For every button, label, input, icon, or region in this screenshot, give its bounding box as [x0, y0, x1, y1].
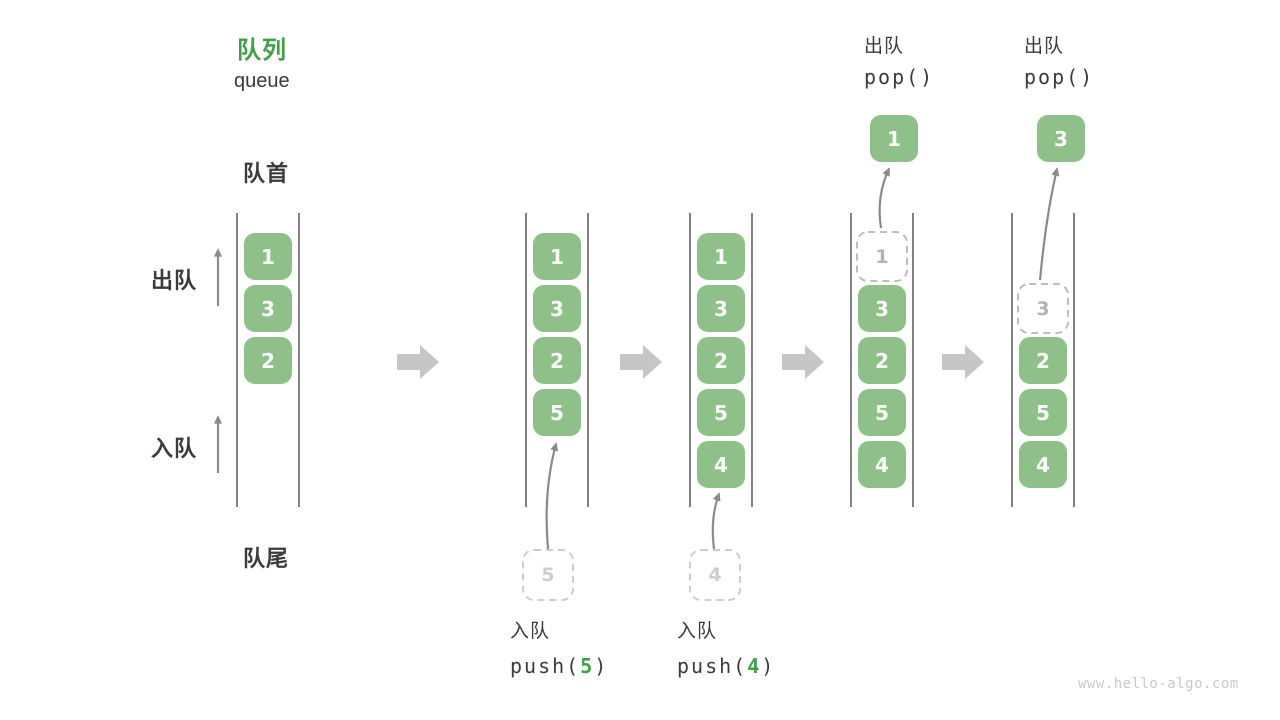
dequeue-op-label: 出队: [864, 36, 905, 57]
diagram-title: 队列: [237, 37, 287, 64]
queue-cell: 3: [858, 285, 906, 332]
element-move-arrow: [545, 442, 559, 550]
queue-cell: 3: [244, 285, 292, 332]
queue-cell: 4: [1019, 441, 1067, 488]
removed-cell-outline: [856, 231, 908, 282]
queue-cell: 4: [697, 441, 745, 488]
watermark: www.hello-algo.com: [1078, 676, 1239, 692]
dequeue-op-code: pop(): [1024, 65, 1095, 89]
queue-cell: 5: [1019, 389, 1067, 436]
queue-cell: 5: [533, 389, 581, 436]
popped-cell: 3: [1037, 115, 1085, 162]
queue-cell: 2: [533, 337, 581, 384]
queue-rear-label: 队尾: [243, 546, 290, 571]
staged-cell-outline: [522, 549, 574, 601]
staged-cell-value: 4: [708, 564, 722, 586]
removed-cell-outline: [1017, 283, 1069, 334]
queue-cell: 4: [858, 441, 906, 488]
popped-cell: 1: [870, 115, 918, 162]
state-transition-arrow: [397, 345, 439, 379]
code-after: ): [761, 654, 776, 678]
enqueue-op-code: push(4): [677, 654, 775, 678]
queue-cell: 2: [697, 337, 745, 384]
state-transition-arrow: [782, 345, 824, 379]
queue-cell: 2: [1019, 337, 1067, 384]
staged-cell-value: 5: [541, 564, 555, 586]
dequeue-side-label: 出队: [151, 268, 198, 293]
queue-cell: 2: [858, 337, 906, 384]
state-transition-arrow: [620, 345, 662, 379]
queue-cell: 1: [697, 233, 745, 280]
queue-cell: 5: [858, 389, 906, 436]
code-before: push(: [510, 654, 581, 678]
queue-cell: 5: [697, 389, 745, 436]
staged-cell-outline: [689, 549, 741, 601]
code-before: push(: [677, 654, 748, 678]
removed-cell-value: 1: [875, 245, 889, 268]
dequeue-op-code: pop(): [864, 65, 935, 89]
element-move-arrow: [1038, 167, 1060, 281]
queue-cell: 3: [533, 285, 581, 332]
code-arg: 4: [747, 654, 762, 678]
element-move-arrow: [711, 492, 721, 550]
element-move-arrow: [878, 167, 890, 229]
queue-cell: 2: [244, 337, 292, 384]
dequeue-op-label: 出队: [1024, 36, 1065, 57]
code-after: ): [594, 654, 609, 678]
enqueue-op-code: push(5): [510, 654, 608, 678]
queue-cell: 3: [697, 285, 745, 332]
diagram-subtitle: queue: [234, 70, 290, 92]
removed-cell-value: 3: [1036, 297, 1050, 320]
enqueue-side-label: 入队: [151, 436, 198, 461]
queue-cell: 1: [533, 233, 581, 280]
enqueue-op-label: 入队: [677, 621, 718, 642]
state-transition-arrow: [942, 345, 984, 379]
queue-cell: 1: [244, 233, 292, 280]
code-arg: 5: [580, 654, 595, 678]
queue-front-label: 队首: [243, 161, 290, 186]
enqueue-op-label: 入队: [510, 621, 551, 642]
